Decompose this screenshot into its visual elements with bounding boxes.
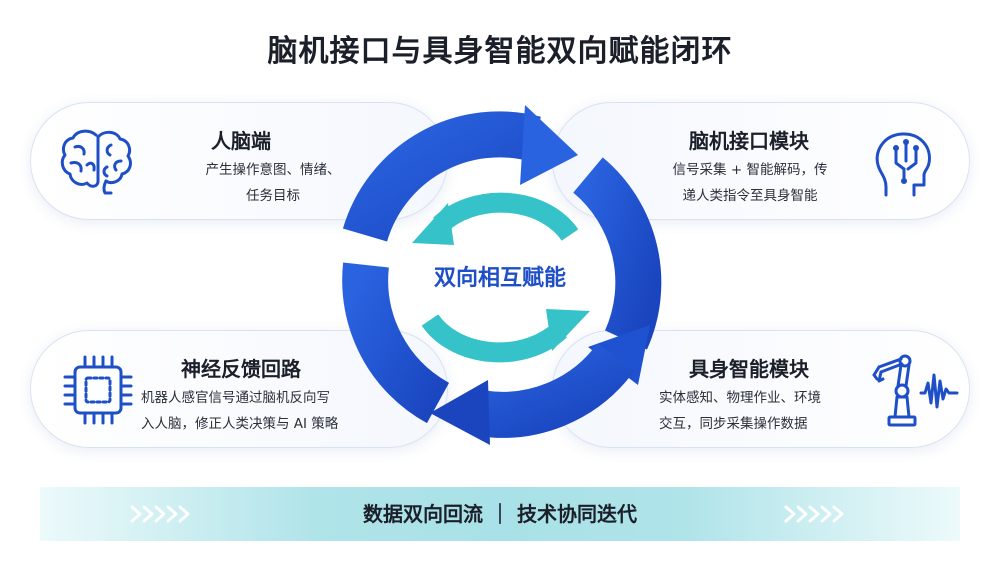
card-description: 信号采集 + 智能解码，传 递人类指令至具身智能 (635, 157, 865, 209)
card-title: 具身智能模块 (689, 357, 809, 381)
card-description: 实体感知、物理作业、环境 交互，同步采集操作数据 (659, 385, 859, 437)
card-description: 产生操作意图、情绪、 任务目标 (173, 157, 373, 209)
inner-arrowhead-top (412, 203, 454, 245)
card-title: 脑机接口模块 (689, 129, 809, 153)
robot-arm-icon (872, 354, 959, 427)
inner-arrowhead-bottom (546, 309, 590, 351)
inner-arrow-bottom (421, 314, 567, 363)
inner-arrow-top (433, 192, 579, 241)
card-description-line: 任务目标 (246, 188, 300, 204)
card-brain-side: 人脑端 产生操作意图、情绪、 任务目标 (30, 102, 448, 220)
card-description-line: 机器人感官信号通过脑机反向写 (141, 390, 330, 406)
outer-arrowhead-top (520, 105, 578, 185)
inner-cycle-arrows (412, 192, 590, 363)
page-title: 脑机接口与具身智能双向赋能闭环 (267, 34, 733, 69)
card-title: 人脑端 (211, 129, 271, 153)
outer-arrow-top (342, 111, 541, 243)
bottom-banner: 数据双向回流 ｜ 技术协同迭代 (40, 487, 960, 541)
chip-icon (63, 355, 133, 425)
card-description-line: 递人类指令至具身智能 (682, 188, 818, 204)
outer-arrowhead-bottom (430, 380, 490, 445)
card-description-line: 实体感知、物理作业、环境 (659, 390, 821, 406)
center-label: 双向相互赋能 (434, 265, 566, 291)
brain-icon (60, 129, 132, 195)
chevrons-icon (784, 505, 844, 523)
outer-arrow-right (572, 157, 662, 350)
outer-arrow-bottom (476, 342, 635, 438)
circuit-head-icon (875, 132, 931, 197)
card-title: 神经反馈回路 (181, 357, 301, 381)
card-description: 机器人感官信号通过脑机反向写 入人脑，修正人类决策与 AI 策略 (141, 385, 391, 437)
chevrons-icon (130, 505, 190, 523)
outer-arrow-left (342, 262, 450, 424)
outer-arrowhead-right (588, 325, 650, 385)
card-description-line: 信号采集 + 智能解码，传 (672, 162, 828, 178)
card-description-line: 产生操作意图、情绪、 (205, 162, 341, 178)
card-description-line: 入人脑，修正人类决策与 AI 策略 (141, 416, 339, 432)
outer-cycle-arrows (342, 105, 662, 445)
banner-text: 数据双向回流 ｜ 技术协同迭代 (363, 502, 637, 526)
card-description-line: 交互，同步采集操作数据 (659, 416, 808, 432)
cycle-diagram: 双向相互赋能 (342, 105, 662, 445)
